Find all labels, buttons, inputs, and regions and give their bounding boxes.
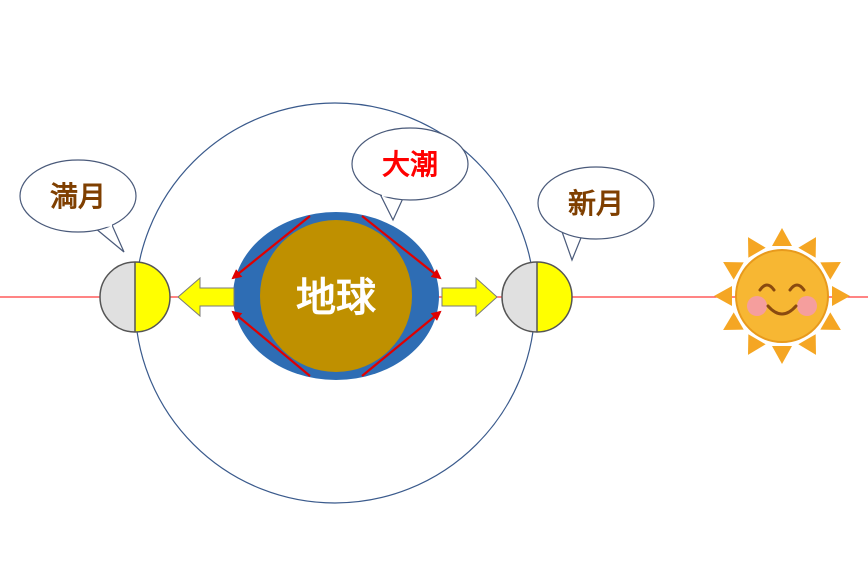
spring-tide-bubble: 大潮 bbox=[351, 127, 469, 222]
tide-arrows bbox=[231, 215, 442, 377]
tide-arrow-upper-left bbox=[231, 215, 311, 280]
new-moon bbox=[501, 261, 573, 333]
spring-tide-label: 大潮 bbox=[382, 148, 438, 181]
pull-arrow-left bbox=[177, 276, 235, 318]
new-moon-dark-half bbox=[502, 262, 537, 332]
tide-arrow-lower-right bbox=[361, 310, 442, 377]
full-moon-label: 満月 bbox=[50, 180, 106, 213]
smiling-sun-icon bbox=[714, 228, 850, 364]
full-moon-bubble: 満月 bbox=[19, 159, 137, 253]
new-moon-label: 新月 bbox=[568, 187, 624, 220]
pull-arrow-right bbox=[441, 276, 498, 318]
earth-label: 地球 bbox=[296, 275, 377, 321]
full-moon bbox=[99, 261, 171, 333]
tide-arrow-upper-right bbox=[361, 215, 442, 280]
earth-core bbox=[260, 220, 412, 372]
new-moon-lit-half bbox=[537, 262, 572, 332]
full-moon-lit-half bbox=[135, 262, 170, 332]
tide-arrow-lower-left bbox=[231, 310, 311, 377]
full-moon-dark-half bbox=[100, 262, 135, 332]
new-moon-bubble: 新月 bbox=[537, 166, 655, 262]
